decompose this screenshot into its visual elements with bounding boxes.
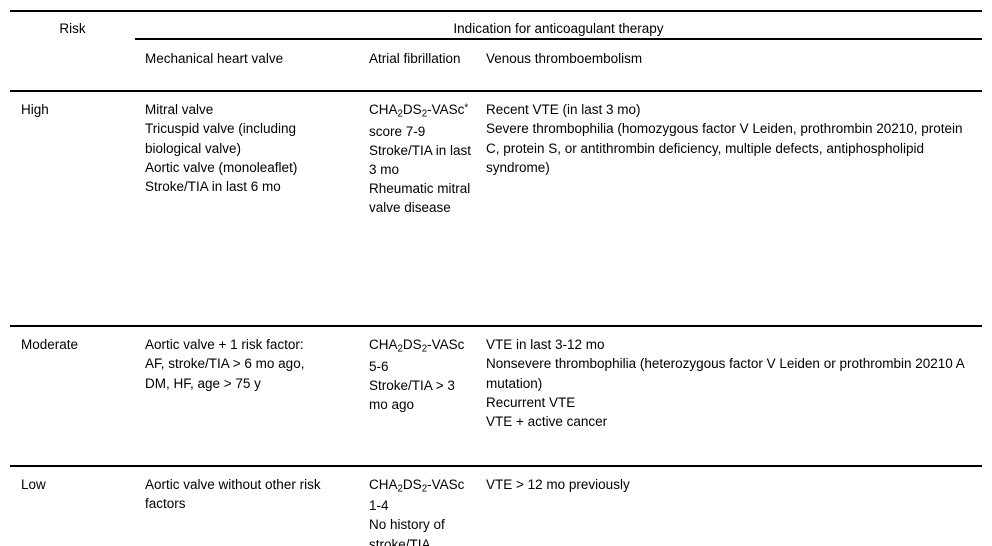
chads-subscript-2: 2 <box>421 483 428 495</box>
chads-vasc-score-label: CHA2DS2-VASc* <box>369 100 474 121</box>
list-item: Aortic valve + 1 risk factor: <box>145 337 304 353</box>
cell-venous-thromboembolism: VTE > 12 mo previously <box>478 465 982 546</box>
chads-subscript-1: 2 <box>397 343 403 355</box>
footnote-marker: * <box>464 102 469 114</box>
chads-vasc-score-label: CHA2DS2-VASc 1-4 <box>369 475 474 515</box>
cell-atrial-fibrillation: CHA2DS2-VASc 5-6 Stroke/TIA > 3 mo ago <box>363 325 478 442</box>
list-item: AF, stroke/TIA > 6 mo ago, <box>145 356 305 372</box>
chads-suffix: -VASc 5-6 <box>369 337 465 374</box>
cell-venous-thromboembolism: VTE in last 3-12 mo Nonsevere thrombophi… <box>478 325 982 442</box>
chads-suffix: -VASc <box>427 102 465 118</box>
chads-mid: DS <box>402 477 422 493</box>
list-item: Recurrent VTE <box>486 394 576 410</box>
spacer-cell <box>10 441 135 466</box>
spacer-cell <box>478 227 982 326</box>
subheader-risk-spacer <box>10 39 135 91</box>
cell-mechanical-heart-valve: Mitral valve Tricuspid valve (including … <box>135 90 363 228</box>
list-item: Stroke/TIA in last 3 mo <box>369 142 472 177</box>
list-item: Recent VTE (in last 3 mo) <box>486 102 641 118</box>
spacer-cell <box>478 441 982 466</box>
list-item: VTE + active cancer <box>486 413 608 429</box>
spacer-cell <box>363 441 478 466</box>
cell-atrial-fibrillation: CHA2DS2-VASc* score 7-9 Stroke/TIA in la… <box>363 90 478 228</box>
chads-mid: DS <box>402 102 422 118</box>
chads-subscript-2: 2 <box>421 108 428 120</box>
chads-prefix: CHA <box>369 102 398 118</box>
subcolumn-header-atrial-fibrillation: Atrial fibrillation <box>369 51 461 67</box>
cell-venous-thromboembolism: Recent VTE (in last 3 mo) Severe thrombo… <box>478 90 982 228</box>
list-item: DM, HF, age > 75 y <box>145 375 261 391</box>
list-item: Nonsevere thrombophilia (heterozygous fa… <box>486 356 965 391</box>
spacer-cell <box>135 227 363 326</box>
table-subheader-row: Mechanical heart valve Atrial fibrillati… <box>10 39 982 91</box>
row-spacer-moderate <box>10 441 982 466</box>
chads-subscript-1: 2 <box>397 483 403 495</box>
spacer-cell <box>10 227 135 326</box>
table-row: Moderate Aortic valve + 1 risk factor: A… <box>10 325 982 442</box>
list-item: Rheumatic mitral valve disease <box>369 181 471 216</box>
list-item: VTE in last 3-12 mo <box>486 337 605 353</box>
risk-level-label: Moderate <box>10 325 135 442</box>
list-item: Tricuspid valve (including biological va… <box>145 121 297 156</box>
spacer-cell <box>363 227 478 326</box>
risk-stratification-table: Risk Indication for anticoagulant therap… <box>10 9 982 546</box>
table-row: High Mitral valve Tricuspid valve (inclu… <box>10 90 982 228</box>
column-header-risk: Risk <box>10 9 135 40</box>
chads-subscript-2: 2 <box>421 343 428 355</box>
chads-suffix: -VASc 1-4 <box>369 477 465 514</box>
chads-subscript-1: 2 <box>397 108 403 120</box>
column-header-indication: Indication for anticoagulant therapy <box>135 9 982 41</box>
chads-mid: DS <box>402 337 422 353</box>
chads-vasc-score-label: CHA2DS2-VASc 5-6 <box>369 335 474 375</box>
spacer-cell <box>135 441 363 466</box>
chads-prefix: CHA <box>369 477 398 493</box>
list-item: score 7-9 <box>369 123 426 139</box>
table-header-row: Risk Indication for anticoagulant therap… <box>10 9 982 41</box>
subcolumn-header-mechanical-heart-valve: Mechanical heart valve <box>145 51 284 67</box>
list-item: No history of stroke/TIA <box>369 517 445 546</box>
cell-mechanical-heart-valve: Aortic valve without other risk factors <box>135 465 363 546</box>
list-item: Mitral valve <box>145 102 214 118</box>
list-item: Stroke/TIA > 3 mo ago <box>369 377 455 412</box>
row-spacer-high <box>10 227 982 326</box>
subcolumn-header-venous-thromboembolism: Venous thromboembolism <box>486 51 643 67</box>
list-item: Aortic valve (monoleaflet) <box>145 159 298 175</box>
risk-level-label: Low <box>10 465 135 546</box>
list-item: Severe thrombophilia (homozygous factor … <box>486 121 963 175</box>
cell-atrial-fibrillation: CHA2DS2-VASc 1-4 No history of stroke/TI… <box>363 465 478 546</box>
chads-prefix: CHA <box>369 337 398 353</box>
table-row: Low Aortic valve without other risk fact… <box>10 465 982 546</box>
risk-level-label: High <box>10 90 135 228</box>
cell-mechanical-heart-valve: Aortic valve + 1 risk factor: AF, stroke… <box>135 325 363 442</box>
list-item: Stroke/TIA in last 6 mo <box>145 178 281 194</box>
